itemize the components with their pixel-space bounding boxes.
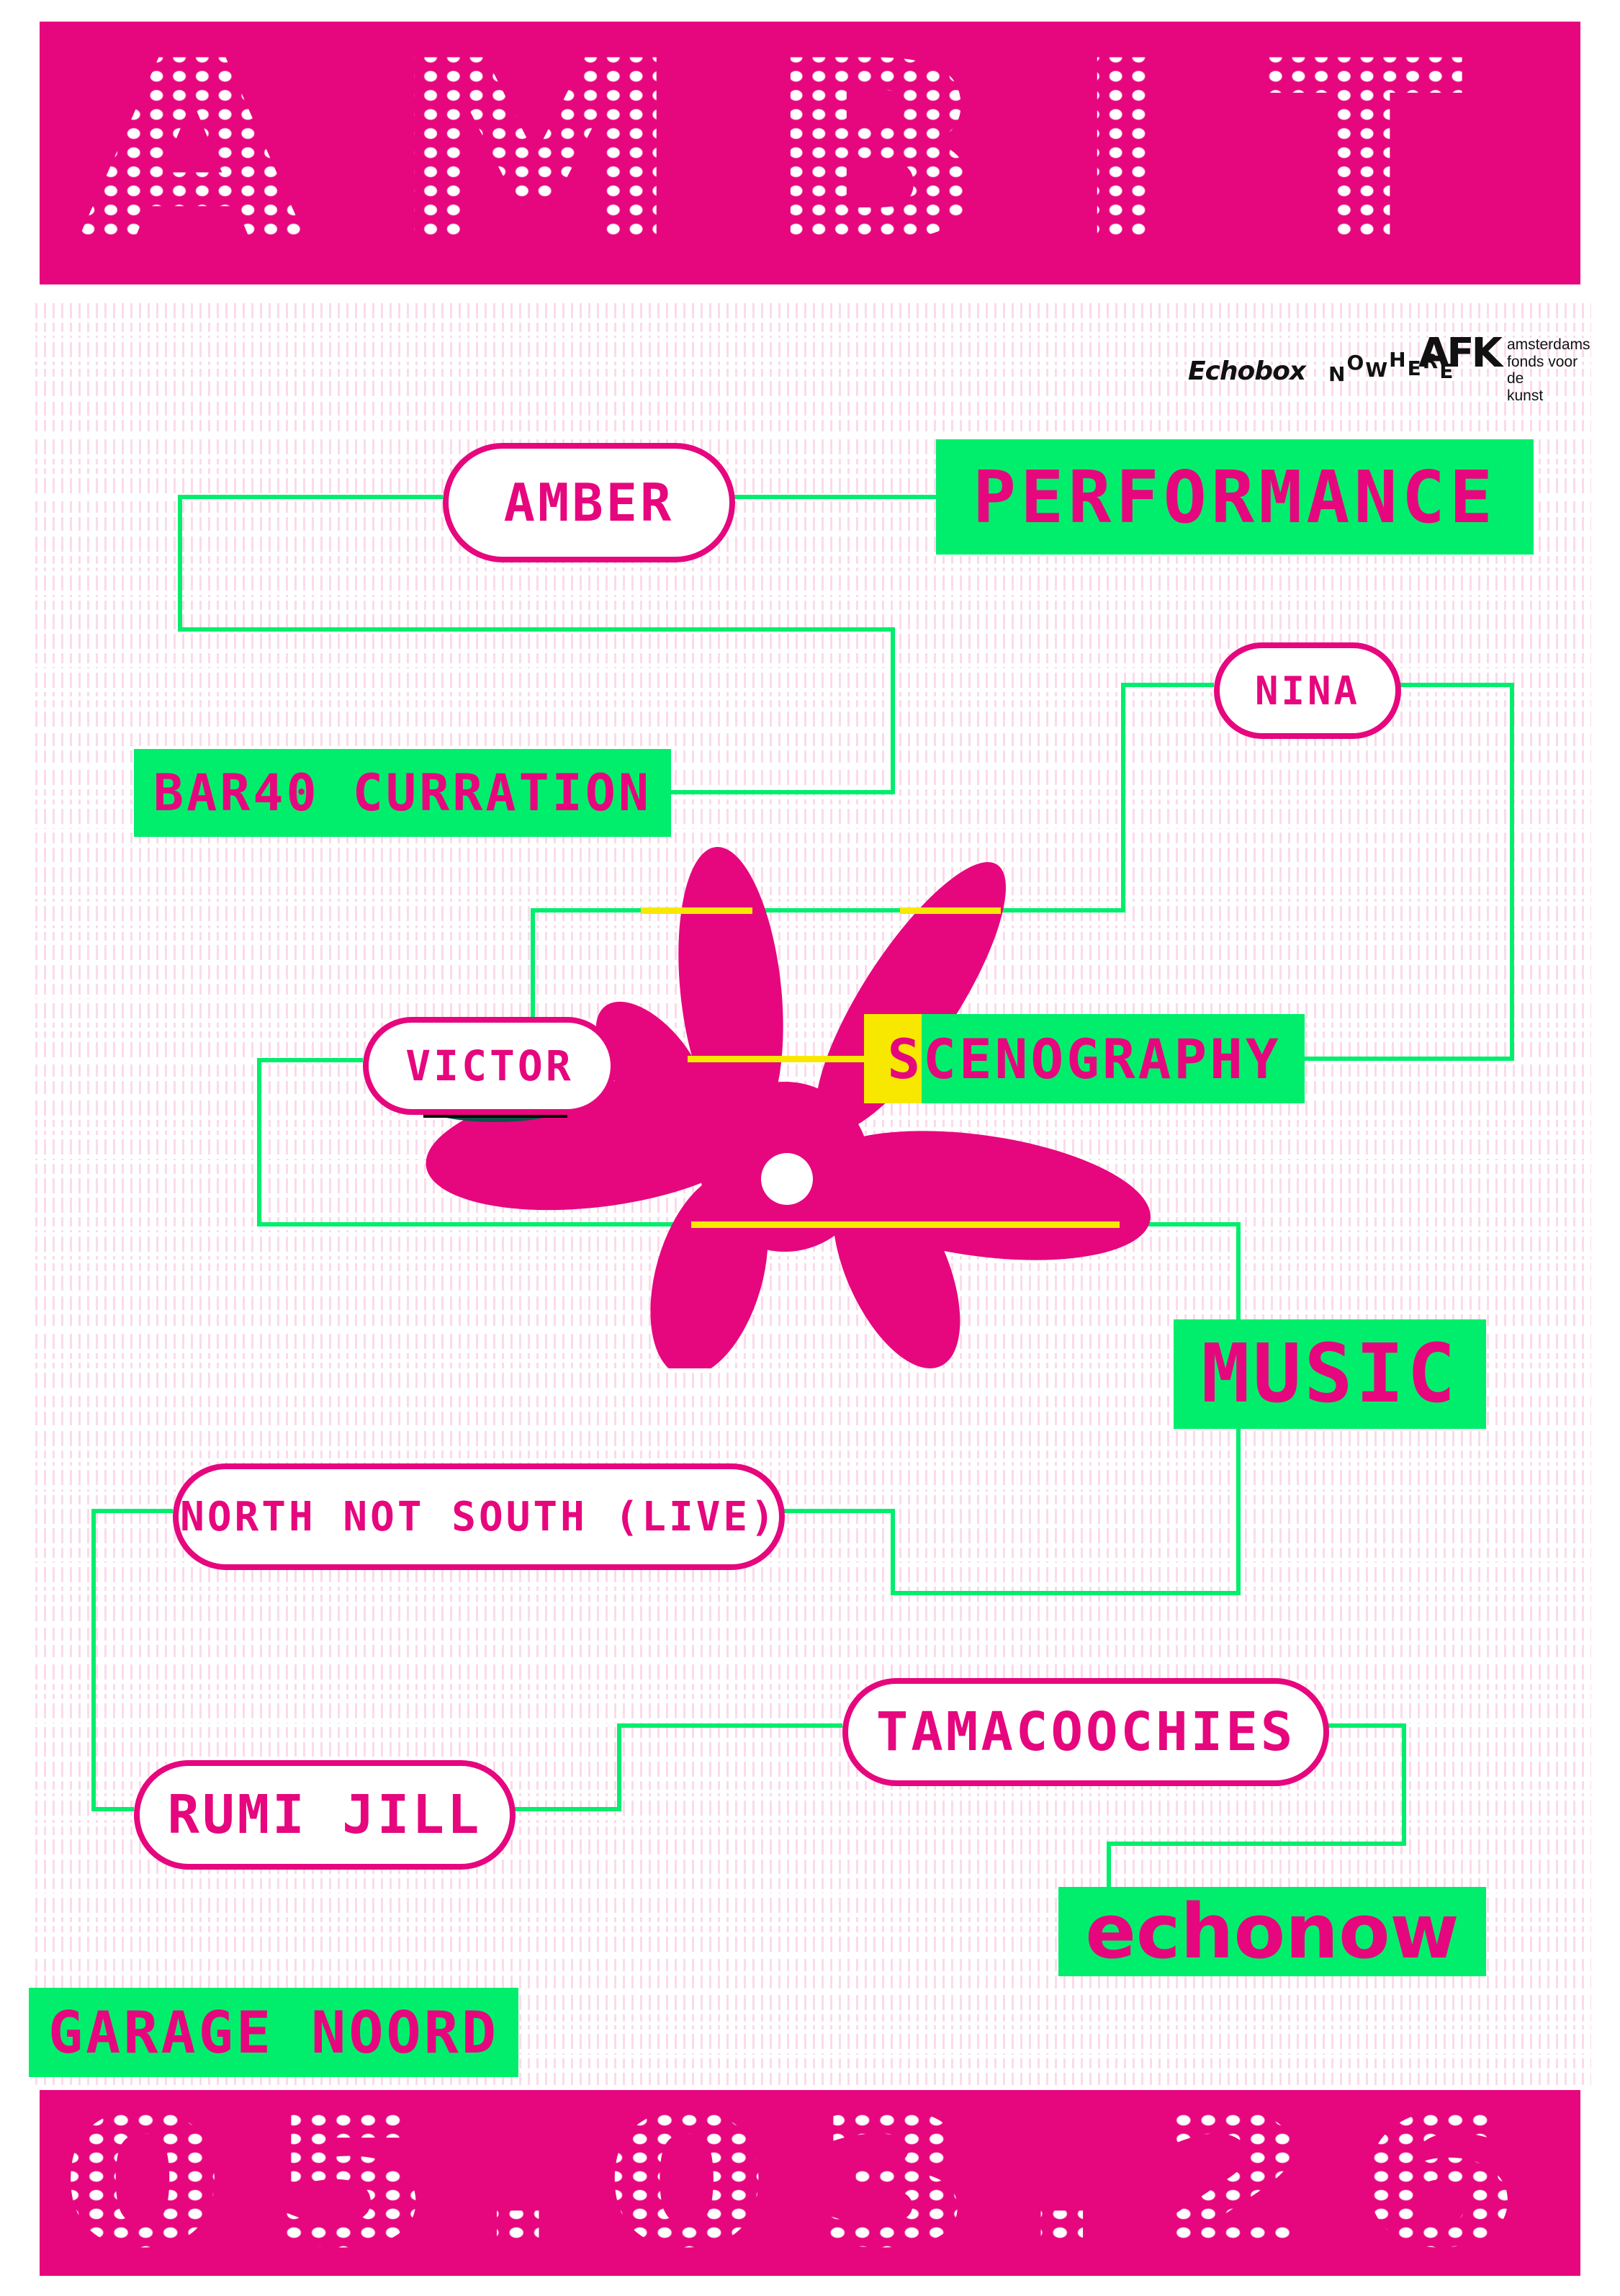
artist-pill-nina: NINA [1214,642,1401,739]
artist-amber-text: AMBER [503,472,675,533]
artist-nina-text: NINA [1254,668,1361,714]
artist-pill-tamacoochies: TAMACOOCHIES [842,1678,1329,1786]
label-scenography: SCENOGRAPHY [864,1014,1305,1103]
echobox-logo: Echobox [1188,356,1306,386]
artist-pill-north-not-south: NORTH NOT SOUTH (LIVE) [173,1463,785,1570]
yellow-overlap-segment [688,1056,864,1062]
flower-center-hole [761,1153,813,1205]
artist-victor-text: VICTOR [405,1041,574,1090]
venue-text: GARAGE NOORD [48,1999,499,2066]
event-date: 05.03.26 [59,2090,1561,2276]
afk-line-1: amsterdams [1507,336,1590,353]
label-bar40-text: BAR40 CURRATION [153,763,652,822]
artist-rumi-jill-text: RUMI JILL [167,1784,482,1846]
label-music-text: MUSIC [1201,1327,1459,1421]
title-banner: AMBIT [40,22,1580,284]
yellow-overlap-patch [864,1014,922,1103]
afk-logo-text: amsterdams fonds voor de kunst [1507,333,1590,404]
date-banner: 05.03.26 [40,2090,1580,2276]
label-echonow-text: echonow [1085,1888,1459,1976]
artist-pill-amber: AMBER [443,443,735,562]
label-performance-text: PERFORMANCE [972,454,1498,539]
yellow-overlap-segment [900,907,1001,914]
sponsor-logo-row: Echobox NOWHERE AFK amsterdams fonds voo… [1181,328,1590,407]
afk-logo: AFK amsterdams fonds voor de kunst [1418,333,1590,404]
poster-title: AMBIT [76,22,1544,284]
label-music: MUSIC [1174,1319,1486,1429]
yellow-overlap-segment [641,907,752,914]
artist-north-not-south-text: NORTH NOT SOUTH (LIVE) [180,1493,778,1541]
afk-logo-mark: AFK [1418,330,1503,377]
label-performance: PERFORMANCE [936,439,1534,555]
label-echonow: echonow [1058,1887,1486,1976]
afk-line-2: fonds voor de [1507,353,1578,387]
afk-line-3: kunst [1507,387,1544,404]
venue-label: GARAGE NOORD [29,1988,518,2077]
artist-pill-rumi-jill: RUMI JILL [134,1760,516,1870]
label-scenography-text: SCENOGRAPHY [887,1026,1282,1091]
artist-pill-victor: VICTOR [363,1017,616,1115]
yellow-overlap-segment [691,1221,1120,1228]
nowhere-logo: NOWHERE [1328,348,1455,386]
artist-tamacoochies-text: TAMACOOCHIES [876,1701,1296,1763]
label-bar40-curration: BAR40 CURRATION [134,749,671,837]
